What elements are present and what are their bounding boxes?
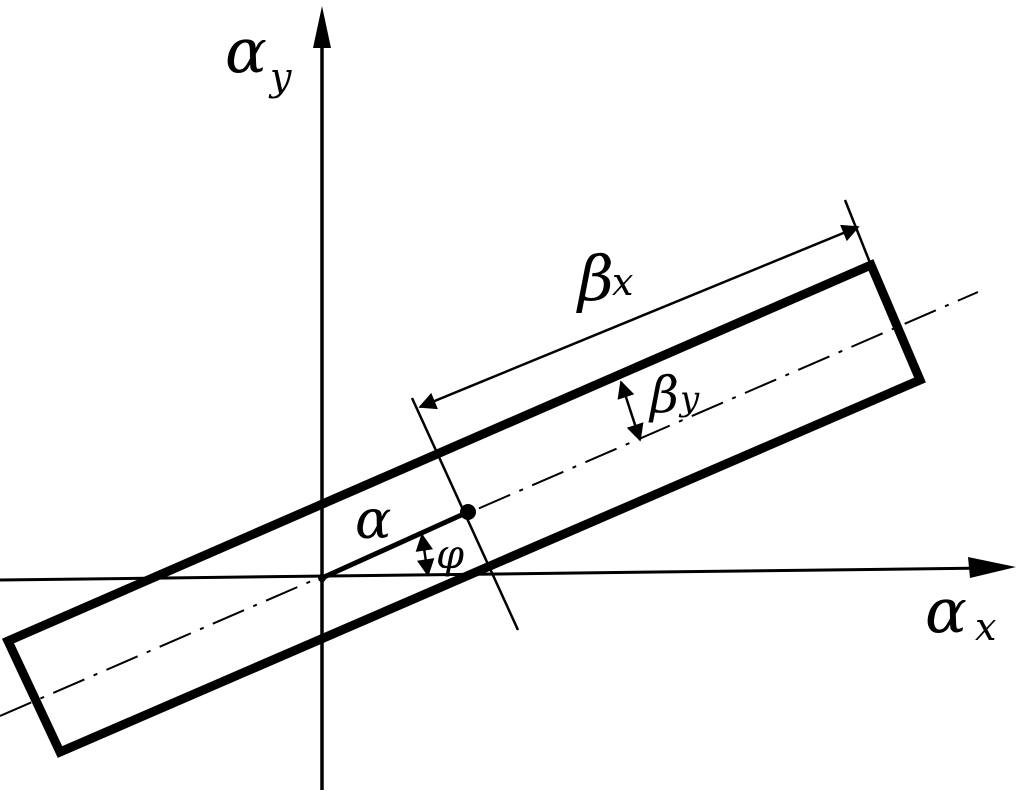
centerline	[0, 291, 979, 717]
origin-point	[318, 574, 326, 582]
beta-x-label-symbol: β	[576, 242, 614, 315]
beta-x-dimension-line	[418, 224, 860, 410]
y-axis-label-symbol: α	[225, 14, 267, 87]
phi-label: φ	[436, 532, 464, 578]
y-axis-label: α y	[225, 14, 292, 99]
y-axis-arrowhead	[313, 6, 331, 48]
alpha-vector	[320, 509, 470, 581]
alpha-label: α	[355, 488, 391, 551]
x-axis-label-subscript: x	[975, 605, 996, 649]
beta-x-label-subscript: x	[612, 260, 633, 304]
beta-y-dimension-line	[617, 380, 644, 442]
x-axis-label-symbol: α	[925, 574, 967, 647]
beta-y-label-symbol: β	[648, 366, 679, 424]
extension-line-right	[843, 199, 894, 319]
beta-y-label: β y	[648, 366, 700, 424]
beta-y-label-subscript: y	[678, 379, 700, 419]
x-axis-arrowhead	[968, 557, 1016, 578]
center-point	[460, 504, 476, 520]
phi-angle-arrow	[415, 533, 435, 577]
x-axis	[0, 566, 991, 582]
y-axis-label-subscript: y	[268, 55, 292, 99]
beta-x-label: β x	[576, 242, 633, 315]
x-axis-label: α x	[925, 574, 996, 649]
